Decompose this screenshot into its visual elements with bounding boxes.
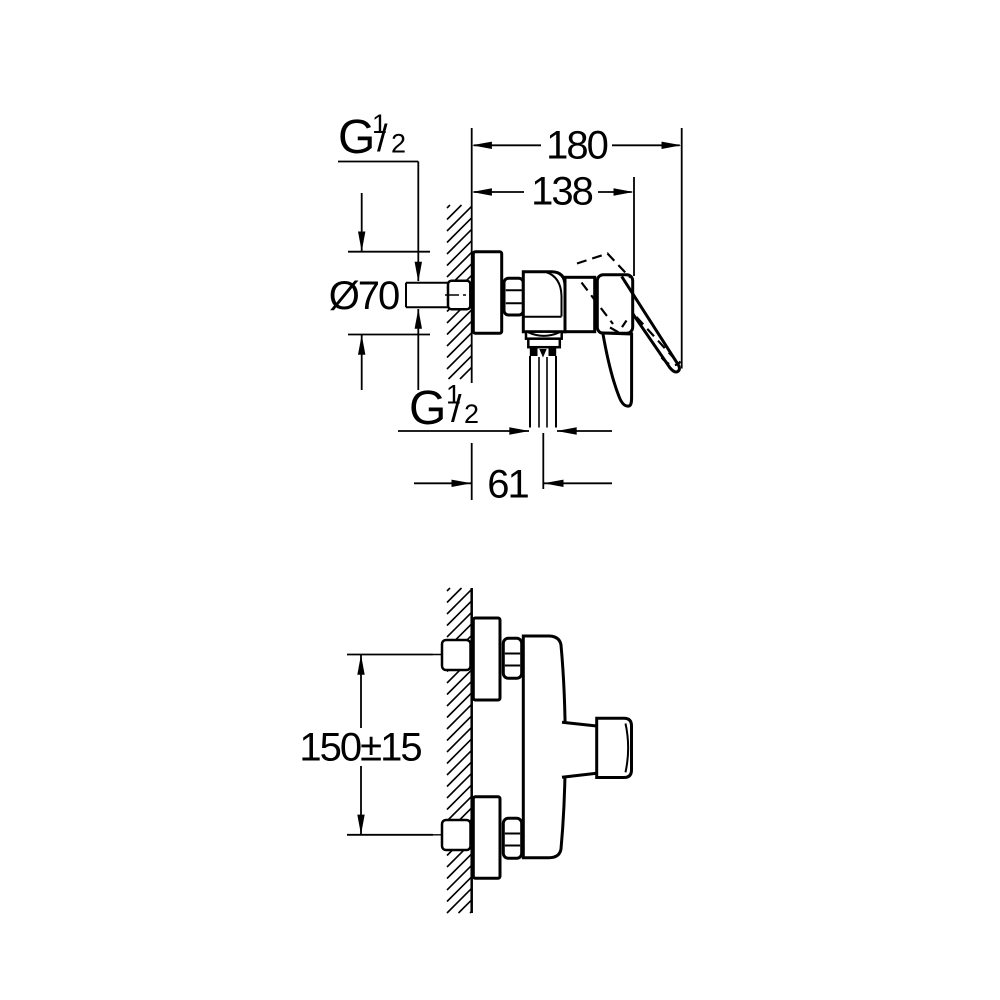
escutcheon-bottom (471, 795, 502, 880)
wall-hatch (446, 587, 473, 914)
cartridge-ring (563, 275, 597, 334)
outlet-seal-mark (539, 349, 547, 358)
dim-150-label: 150±15 (299, 726, 421, 770)
union-nut (502, 276, 525, 317)
handle-grip (601, 331, 634, 408)
mixer-body (521, 634, 567, 860)
dim-61-label: 61 (487, 463, 528, 507)
union-nut-top (501, 636, 524, 680)
union-nut-bottom (501, 816, 524, 860)
hose-outlet (524, 330, 563, 428)
handle-alt-position (576, 252, 682, 367)
dimension-arrowheads (357, 141, 682, 835)
side-view: 180 138 Ø70 61 G 1 / 2 G 1 / 2 (329, 109, 683, 507)
wall-nut-top (440, 638, 472, 672)
outlet-spout (561, 716, 633, 779)
dim-dia70-label: Ø70 (329, 274, 399, 318)
dim-138-label: 138 (531, 170, 592, 214)
valve-body (521, 270, 567, 334)
dim-180-label: 180 (546, 124, 607, 168)
supply-connection (405, 279, 474, 311)
outlet-nut (595, 716, 633, 779)
thread-label-outlet: G 1 / 2 (409, 380, 479, 436)
escutcheon-top (471, 616, 502, 702)
wall-nut-bottom (440, 818, 472, 852)
body-dome-curve (545, 271, 563, 317)
escutcheon (471, 250, 504, 335)
thread-label-top: G 1 / 2 (338, 109, 406, 164)
label-mask (294, 728, 426, 766)
wall-hatch (446, 204, 473, 380)
front-view: 150±15 (294, 587, 633, 914)
